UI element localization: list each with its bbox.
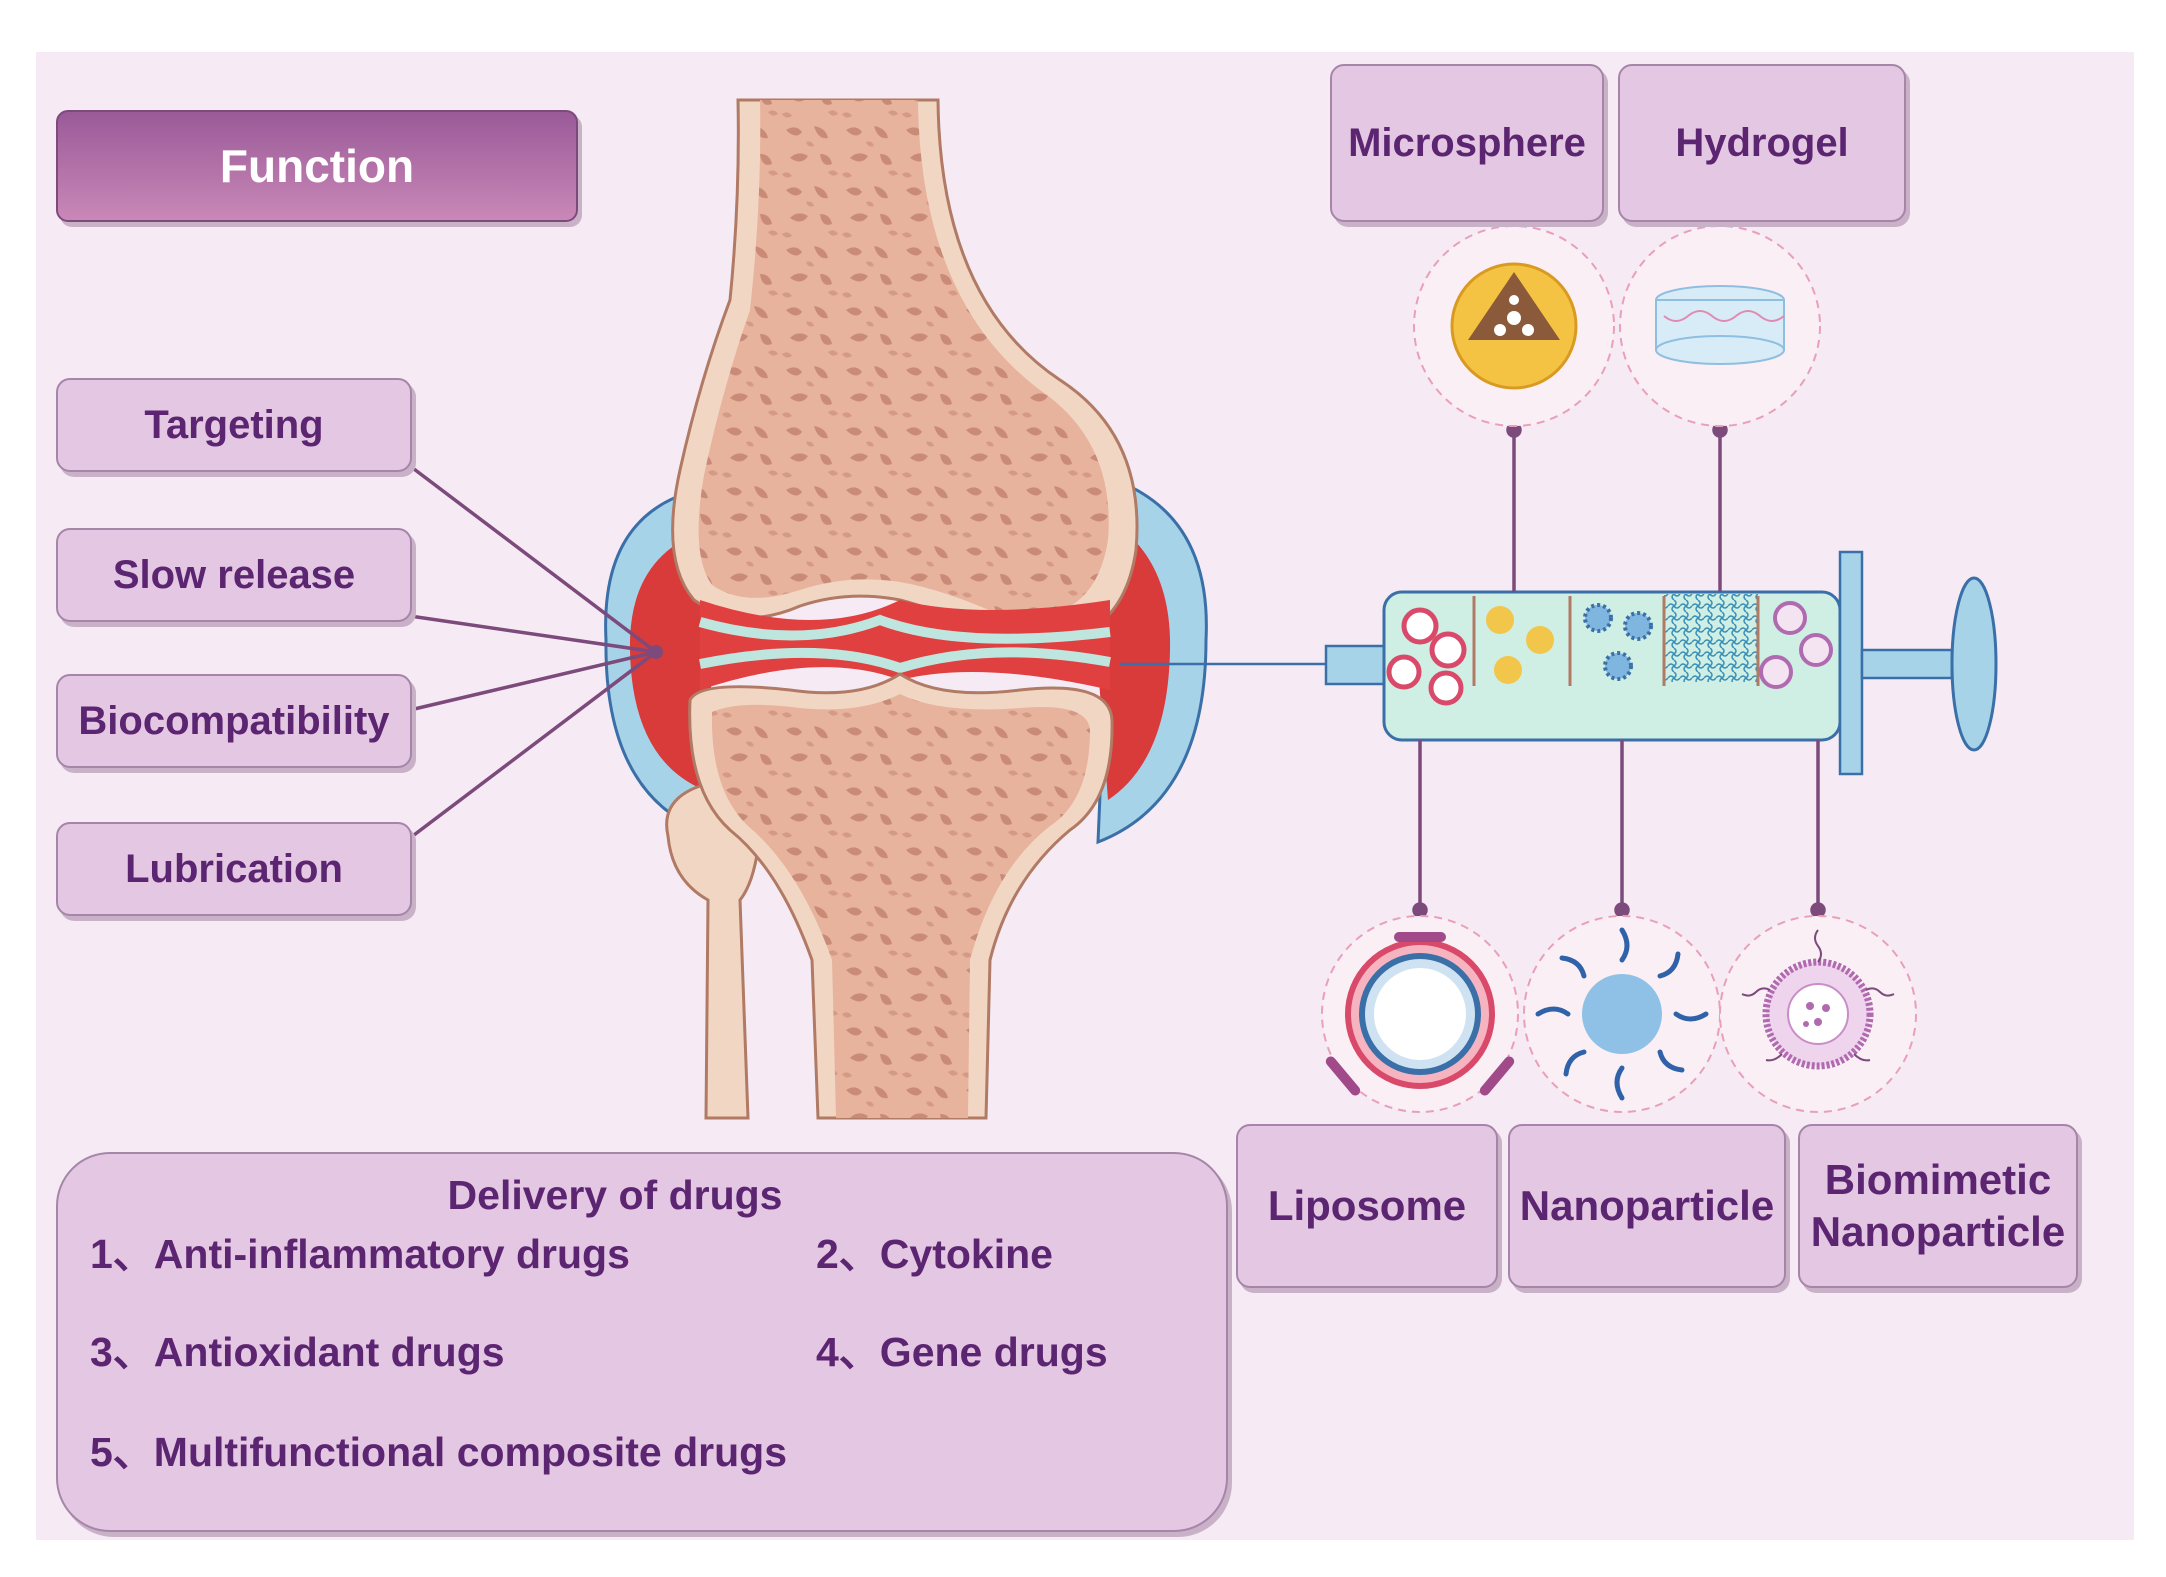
liposome-mini-icons [1386, 607, 1467, 706]
microsphere-mini-icons [1486, 606, 1554, 684]
syringe-flange [1838, 550, 1864, 776]
synovial-fluid [700, 600, 1110, 690]
label-hydrogel: Hydrogel [1618, 64, 1906, 222]
cartilage-lower [699, 647, 1111, 674]
function-connectors [408, 464, 658, 840]
label-nanoparticle: Nanoparticle [1508, 1124, 1786, 1288]
delivery-item-1: 1、Anti-inflammatory drugs [90, 1231, 630, 1277]
hydrogel-mesh-icon [1664, 594, 1758, 682]
label-targeting: Targeting [56, 378, 412, 472]
function-header: Function [56, 110, 578, 222]
delivery-item-4: 4、Gene drugs [816, 1329, 1108, 1375]
label-biomimetic-nanoparticle: Biomimetic Nanoparticle [1798, 1124, 2078, 1288]
joint-target-dot [649, 645, 663, 659]
carrier-connectors [1412, 422, 1826, 918]
plunger-thumb-rest [1950, 576, 1998, 752]
femur-cancellous [698, 100, 1109, 618]
cartilage-upper [698, 614, 1111, 644]
microsphere-icon [1413, 225, 1615, 427]
label-slow-release: Slow release [56, 528, 412, 622]
delivery-item-5: 5、Multifunctional composite drugs [90, 1429, 788, 1475]
biomimetic-line-2: Nanoparticle [1810, 1208, 2066, 1255]
syringe-tip [1324, 644, 1386, 686]
barrel-dividers [1472, 596, 1760, 686]
label-lubrication: Lubrication [56, 822, 412, 916]
label-biocompatibility: Biocompatibility [56, 674, 412, 768]
label-liposome: Liposome [1236, 1124, 1498, 1288]
biomimetic-nanoparticle-icon [1719, 915, 1917, 1113]
nanoparticle-mini-icons [1583, 603, 1653, 681]
biomimetic-mini-icons [1759, 601, 1833, 689]
syringe-plunger [1860, 648, 1954, 680]
tibia-cancellous [711, 694, 1090, 1118]
label-microsphere: Microsphere [1330, 64, 1604, 222]
delivery-box [56, 1152, 1228, 1532]
biomimetic-line-1: Biomimetic [1824, 1155, 2052, 1203]
delivery-title: Delivery of drugs [447, 1172, 783, 1218]
hydrogel-icon [1619, 225, 1821, 427]
nanoparticle-icon [1523, 915, 1721, 1113]
delivery-item-2: 2、Cytokine [816, 1231, 1053, 1277]
liposome-icon [1321, 915, 1519, 1113]
delivery-item-3: 3、Antioxidant drugs [90, 1329, 505, 1375]
